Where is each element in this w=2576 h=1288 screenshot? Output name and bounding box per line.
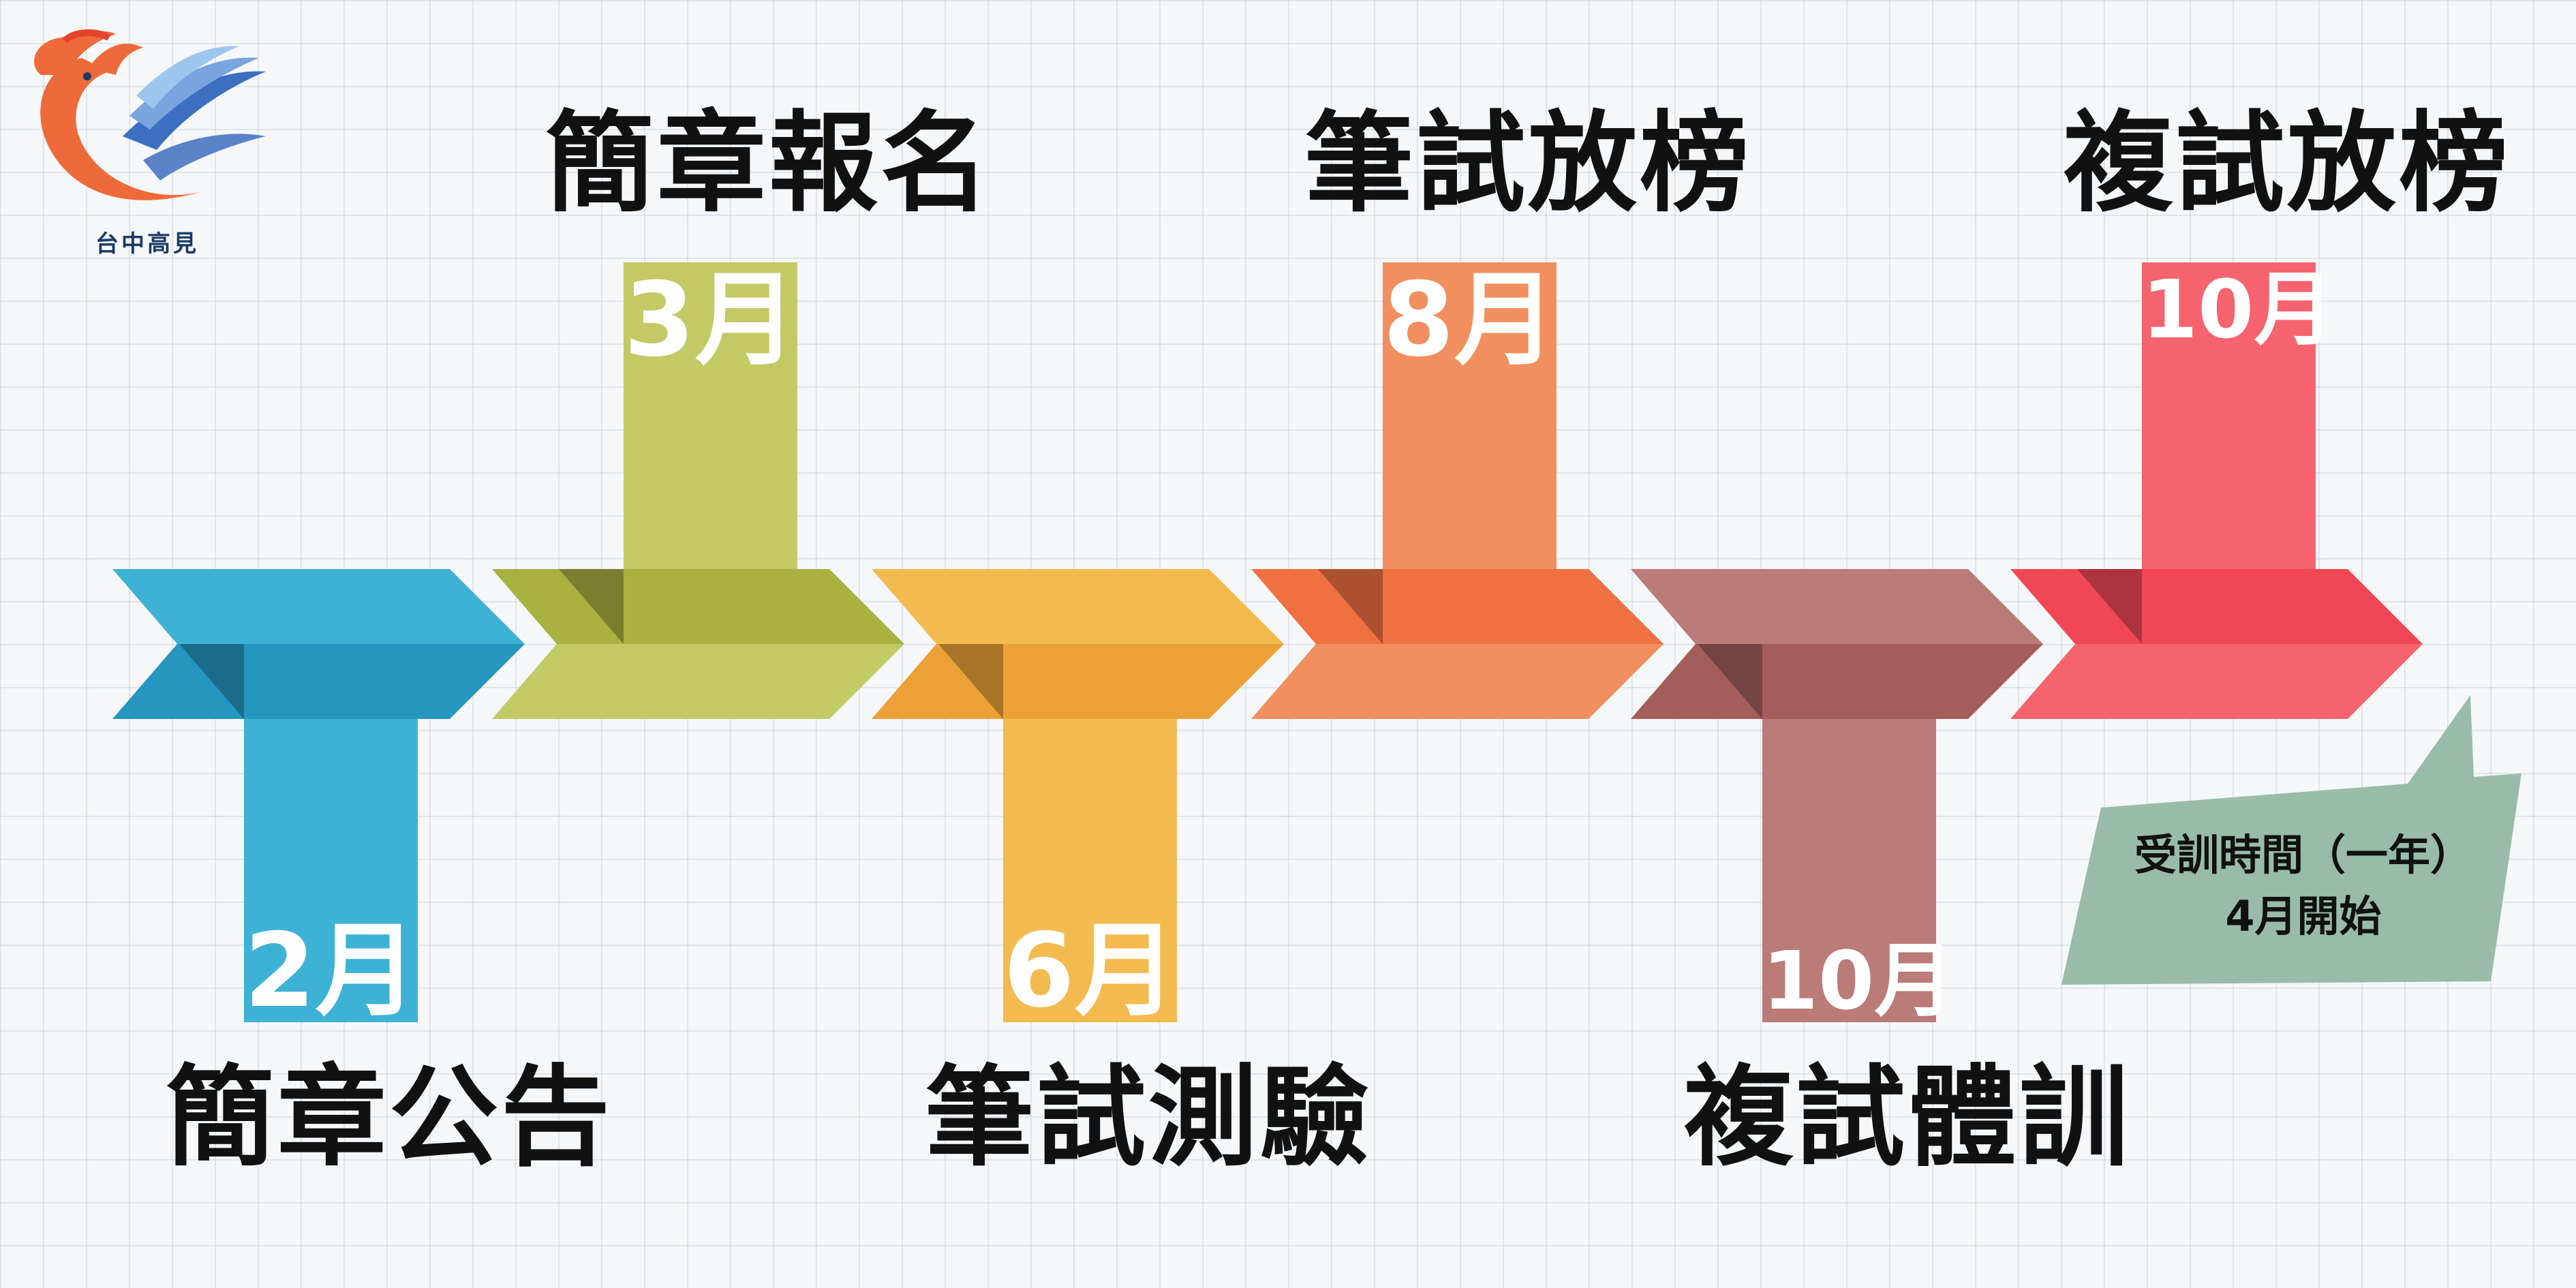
stage-month: 8月 xyxy=(1383,261,1557,380)
chevron-lower xyxy=(1251,644,1663,719)
timeline-stage-6 xyxy=(2010,262,2423,719)
timeline-stage-3 xyxy=(872,569,1284,1022)
stage-title: 簡章報名 xyxy=(545,99,993,227)
stage-month: 6月 xyxy=(1003,912,1177,1030)
fold-shadow xyxy=(1318,569,1383,644)
chevron-upper xyxy=(2010,569,2423,644)
fold-shadow xyxy=(1698,644,1762,719)
stage-title: 複試體訓 xyxy=(1684,1054,2132,1181)
stage-month: 10月 xyxy=(2142,262,2335,356)
fold-shadow xyxy=(559,569,624,644)
stage-month: 2月 xyxy=(244,912,418,1030)
chevron-lower xyxy=(112,644,525,719)
chevron-lower xyxy=(492,644,904,719)
stage-title: 簡章公告 xyxy=(166,1054,613,1181)
timeline-stage-1 xyxy=(112,569,525,1022)
callout-line-1: 受訓時間（一年） xyxy=(2134,830,2472,880)
fold-shadow xyxy=(179,644,244,719)
stage-title: 筆試測驗 xyxy=(925,1054,1373,1181)
fold-shadow xyxy=(938,644,1003,719)
callout-text: 受訓時間（一年） 4月開始 xyxy=(2085,825,2521,947)
logo-bird-icon xyxy=(34,29,266,200)
timeline-stage-4 xyxy=(1251,262,1663,719)
fold-shadow xyxy=(2077,569,2142,644)
timeline-stage-5 xyxy=(1631,569,2043,1022)
chevron-lower xyxy=(872,644,1284,719)
stage-month: 3月 xyxy=(624,261,797,380)
callout-bubble-shape xyxy=(2061,695,2521,985)
chevron-upper xyxy=(1251,569,1663,644)
timeline-stage-2 xyxy=(492,262,904,719)
stage-month: 10月 xyxy=(1762,934,1955,1028)
chevron-upper xyxy=(112,569,525,644)
stage-title: 筆試放榜 xyxy=(1304,99,1752,227)
chevron-upper xyxy=(872,569,1284,644)
logo-name: 台中高見 xyxy=(95,230,199,258)
chevron-lower xyxy=(2010,644,2423,719)
chevron-upper xyxy=(492,569,904,644)
chevron-lower xyxy=(1631,644,2043,719)
stage-title: 複試放榜 xyxy=(2064,99,2511,227)
chevron-upper xyxy=(1631,569,2043,644)
callout-line-2: 4月開始 xyxy=(2225,891,2382,941)
